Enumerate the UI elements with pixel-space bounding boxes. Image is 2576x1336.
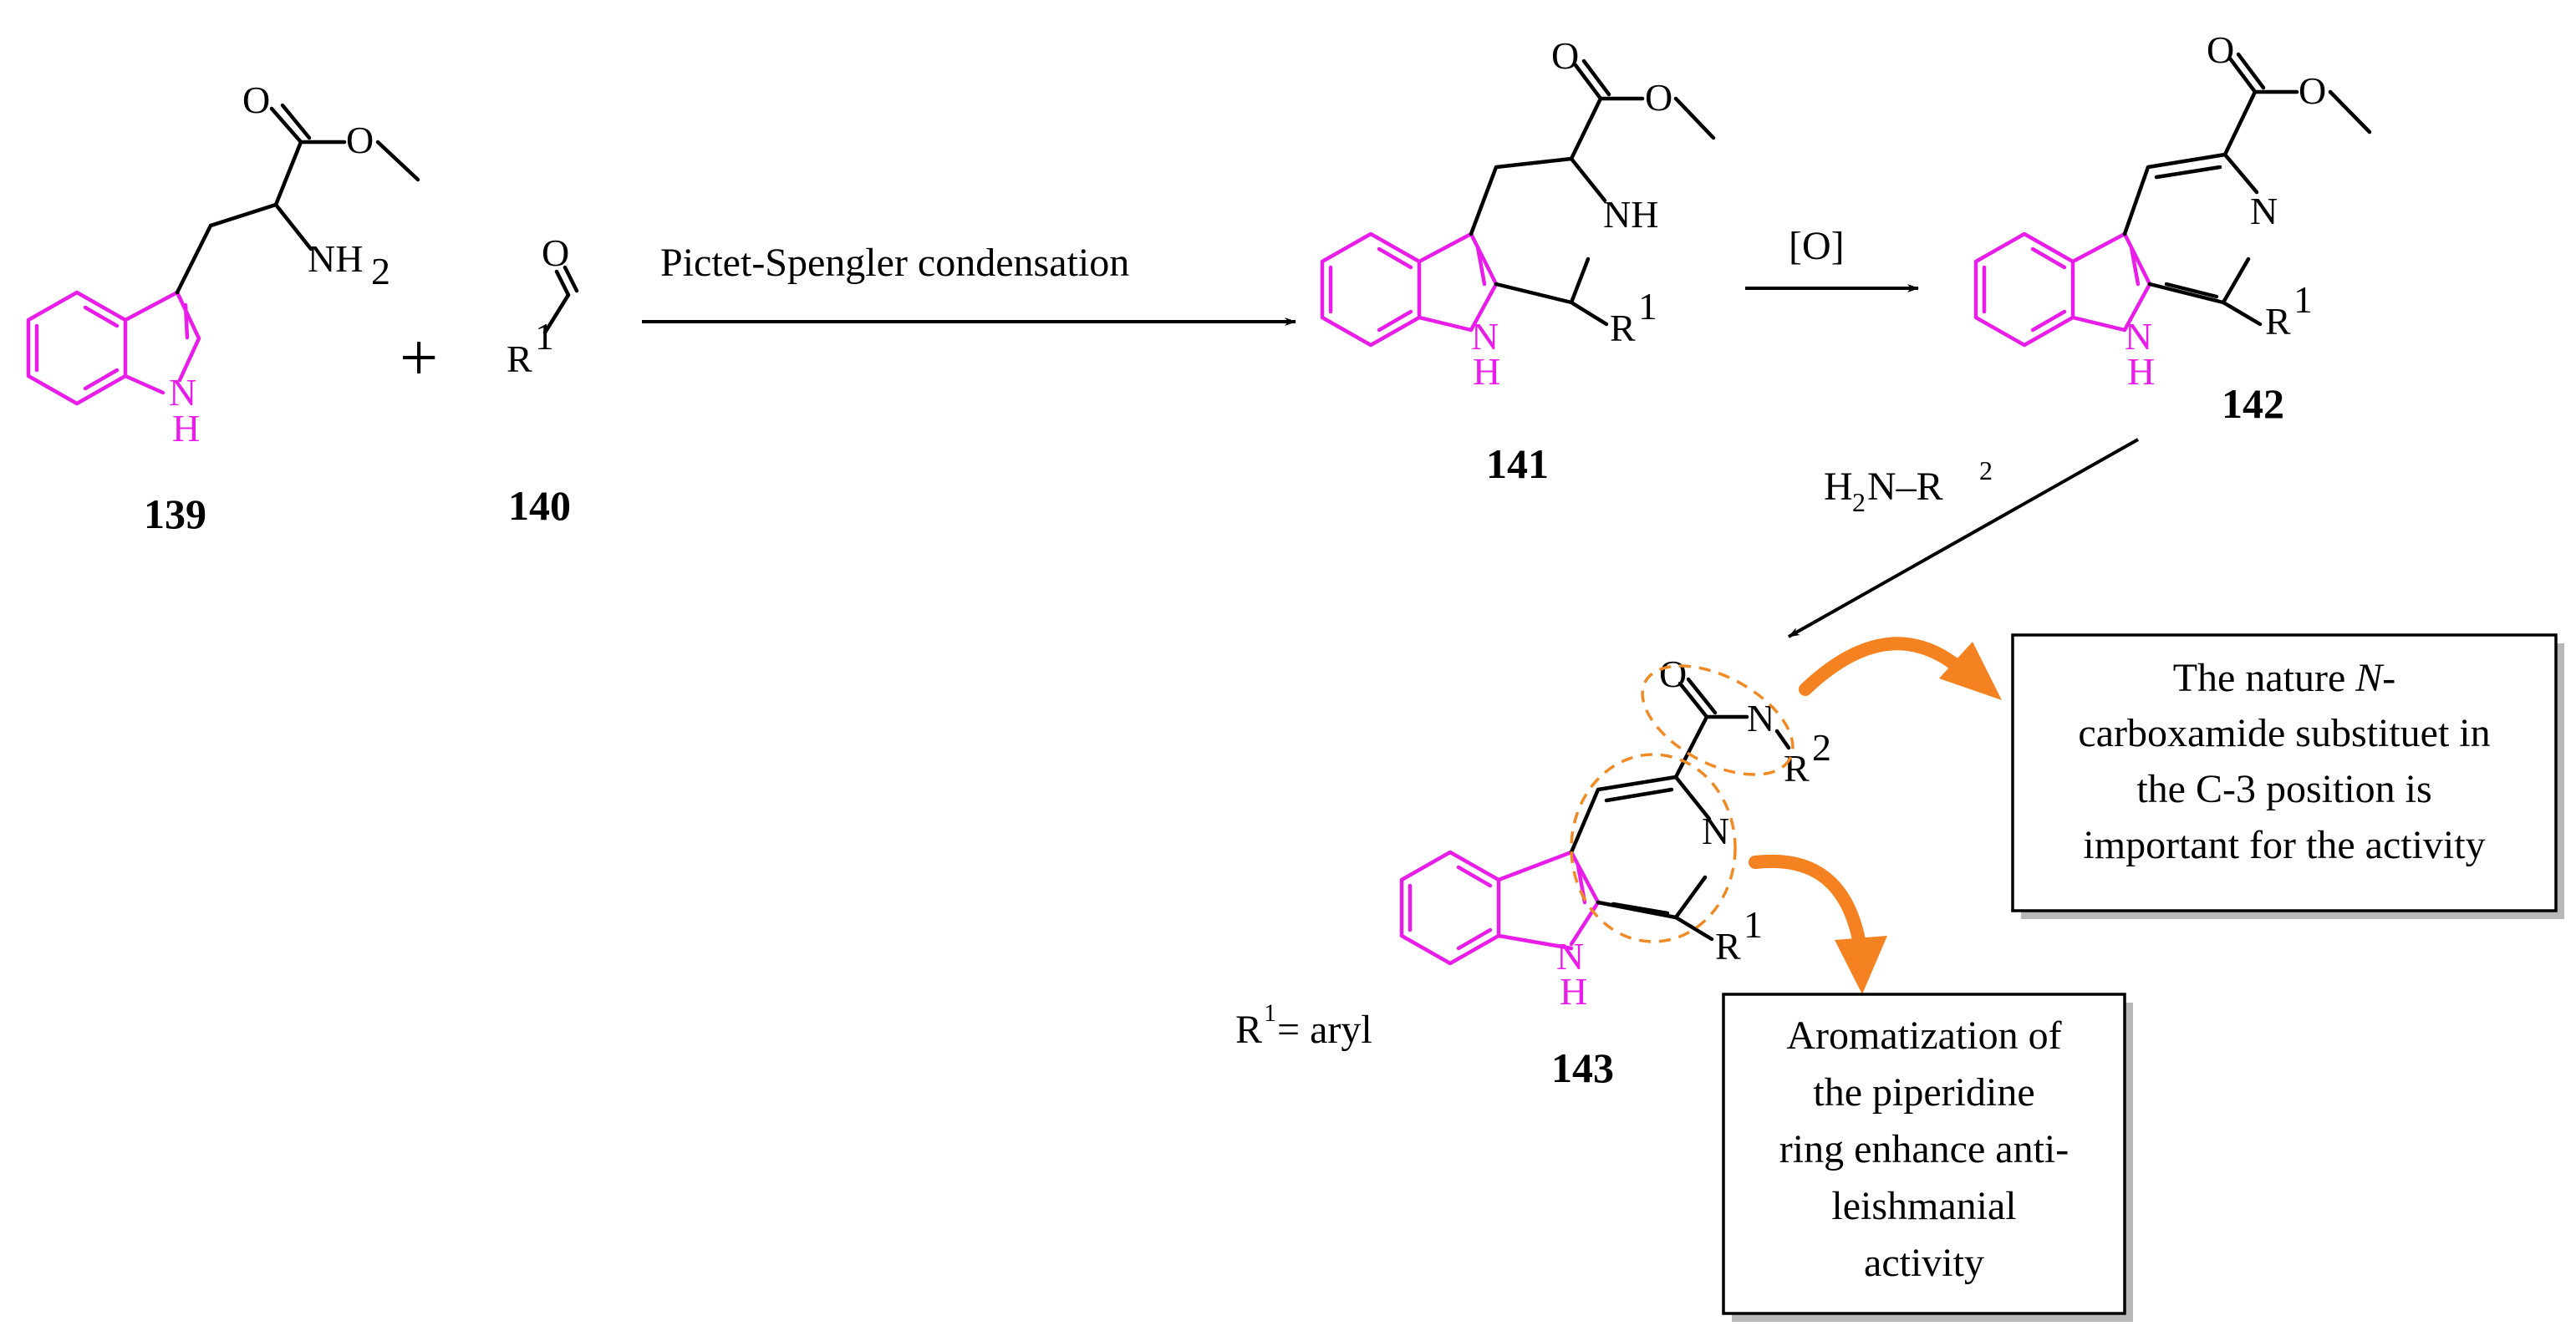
r1-def-sup: 1 <box>1264 999 1276 1027</box>
annotation-box-aromatization: Aromatization of the piperidine ring enh… <box>1722 993 2133 1322</box>
r1-superscript-142: 1 <box>2293 278 2313 321</box>
ester-o-139: O <box>346 119 374 161</box>
carbonyl-o-141: O <box>1551 34 1579 77</box>
indole-benzene-ring-139 <box>26 290 128 406</box>
compound-141: N H NH O O R 1 141 <box>1320 34 1716 487</box>
indole-pyrrole-ring-139 <box>123 290 201 395</box>
box-bottom-line-4: leishmanial <box>1831 1184 2016 1228</box>
box-bottom-line-5: activity <box>1864 1241 1984 1285</box>
compound-label-142: 142 <box>2222 380 2284 427</box>
box-top-line-4: important for the activity <box>2083 823 2485 867</box>
r1-definition: R 1 = aryl <box>1235 999 1372 1052</box>
r2-superscript-143: 2 <box>1812 726 1831 769</box>
compound-label-141: 141 <box>1486 440 1549 487</box>
r1-label-140: R <box>507 338 532 380</box>
compound-label-143: 143 <box>1551 1044 1614 1091</box>
box-bottom-line-2: the piperidine <box>1813 1070 2034 1115</box>
compound-142: N H N O O R 1 142 <box>1973 28 2372 427</box>
r1-label-143: R <box>1715 925 1741 968</box>
compound-label-139: 139 <box>144 490 206 537</box>
step3-reagent-mid: N–R <box>1867 465 1943 509</box>
box-bottom-line-1: Aromatization of <box>1786 1013 2061 1058</box>
step3-reagent-prefix: H <box>1824 465 1853 509</box>
step3-reagent-sub: 2 <box>1852 487 1866 517</box>
pyridine-n-142: N <box>2250 190 2278 232</box>
indole-h-139: H <box>172 407 200 450</box>
indole-h-141: H <box>1473 350 1500 393</box>
arrow-step-1: Pictet-Spengler condensation <box>642 241 1296 326</box>
carbonyl-o-142: O <box>2207 28 2234 71</box>
box-top-line-1: The nature N- <box>2173 656 2396 700</box>
indole-ring-141 <box>1320 231 1499 348</box>
side-chain-139 <box>175 103 420 295</box>
plus-sign: + <box>400 319 438 395</box>
pyridine-n-143: N <box>1702 810 1729 852</box>
r1-superscript-143: 1 <box>1744 903 1763 946</box>
compound-140: O R 1 140 <box>507 231 579 529</box>
indole-h-142: H <box>2127 350 2155 393</box>
arrow-step-2: [O] <box>1745 224 1919 292</box>
amide-n-143: N <box>1747 697 1774 739</box>
carbonyl-o-143: O <box>1659 653 1687 695</box>
indole-n-141: N <box>1471 315 1499 358</box>
indole-ring-143 <box>1399 850 1601 966</box>
step1-label: Pictet-Spengler condensation <box>660 241 1129 285</box>
arrow-step-3: H 2 N–R 2 <box>1788 438 2139 638</box>
carboxamide-highlight <box>1641 664 1795 776</box>
pyridine-ring-143 <box>1569 677 1791 942</box>
amine-subscript-139: 2 <box>371 250 390 292</box>
pyridine-ring-highlight <box>1570 753 1737 943</box>
aldehyde-bonds-140 <box>542 265 579 335</box>
box-top-line-2: carboxamide substituet in <box>2078 711 2490 755</box>
annotation-box-carboxamide: The nature N- carboxamide substituet in … <box>2011 633 2564 919</box>
r1-label-142: R <box>2265 300 2291 343</box>
highlight-arrow-bottom <box>1749 854 1887 994</box>
highlight-arrow-top <box>1799 637 2002 700</box>
r2-label-143: R <box>1784 747 1810 790</box>
r1-label-141: R <box>1610 307 1636 349</box>
indole-ring-142 <box>1973 231 2152 348</box>
compound-label-140: 140 <box>508 482 571 529</box>
piperidine-ring-141 <box>1469 58 1716 327</box>
step3-reagent-sup: 2 <box>1979 455 1993 485</box>
compound-143: N H N O N R 2 R 1 143 <box>1399 653 1831 1091</box>
box-top-line-3: the C-3 position is <box>2136 767 2431 811</box>
indole-n-142: N <box>2125 315 2152 358</box>
r1-superscript-140: 1 <box>535 315 554 358</box>
compound-139: N H O O NH 2 139 <box>26 79 420 537</box>
step2-label: [O] <box>1789 224 1845 268</box>
aldehyde-o-140: O <box>542 231 569 274</box>
amine-label-139: NH <box>308 237 363 280</box>
pyridine-ring-142 <box>2122 52 2372 327</box>
ester-o-141: O <box>1645 76 1672 119</box>
piperidine-nh-141: NH <box>1603 193 1658 236</box>
r1-def-prefix: R <box>1235 1008 1262 1052</box>
ester-o-142: O <box>2299 69 2326 112</box>
indole-h-143: H <box>1560 970 1587 1013</box>
r1-superscript-141: 1 <box>1638 285 1657 328</box>
r1-def-suffix: = aryl <box>1277 1008 1372 1052</box>
indole-n-139: N <box>169 371 196 414</box>
box-bottom-line-3: ring enhance anti- <box>1779 1127 2069 1171</box>
indole-n-143: N <box>1556 935 1584 978</box>
carbonyl-o-139: O <box>242 79 270 121</box>
